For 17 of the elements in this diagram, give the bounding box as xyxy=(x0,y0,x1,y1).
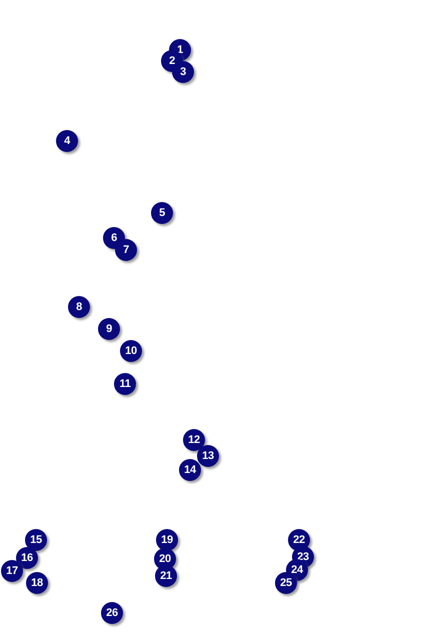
callout-number: 26 xyxy=(101,602,123,624)
callout-number: 12 xyxy=(183,429,205,451)
callout-number: 14 xyxy=(179,459,201,481)
callout-number: 10 xyxy=(120,340,142,362)
callout-number: 9 xyxy=(98,318,120,340)
callout-number: 18 xyxy=(26,572,48,594)
callout-number: 13 xyxy=(197,445,219,467)
callout-number: 25 xyxy=(275,572,297,594)
callout-number: 11 xyxy=(114,373,136,395)
callout-number: 5 xyxy=(151,202,173,224)
callout-number: 8 xyxy=(68,296,90,318)
callout-number: 17 xyxy=(1,560,23,582)
callout-number: 4 xyxy=(56,130,78,152)
callout-number: 15 xyxy=(25,529,47,551)
callout-number: 19 xyxy=(156,529,178,551)
callout-number: 22 xyxy=(288,529,310,551)
callout-number: 21 xyxy=(155,565,177,587)
